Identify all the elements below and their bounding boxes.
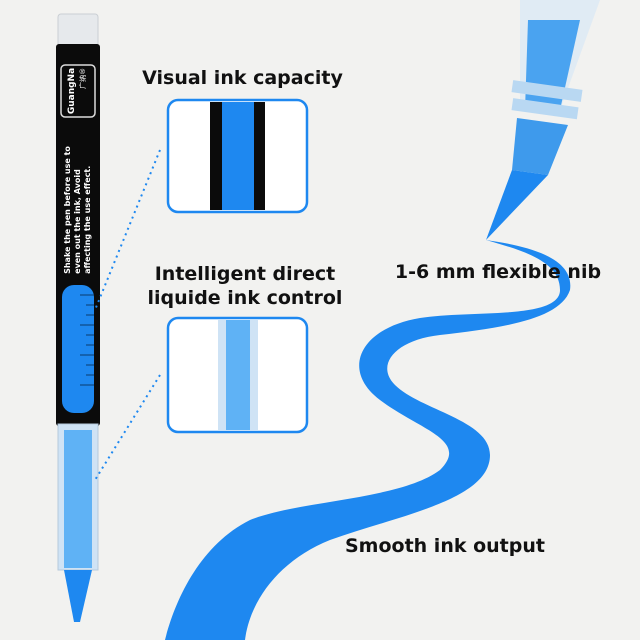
callout-line [94,374,161,481]
pen-instruction: Shake the pen before use to even out the… [63,146,92,274]
capacity-label: Visual ink capacity [142,67,343,89]
ink-stroke [165,240,571,640]
nib-label: 1-6 mm flexible nib [394,261,602,283]
pen-brand: GuangNa 广纳® [67,68,89,114]
left-pen [56,13,100,622]
ink-control-box [166,316,309,434]
right-pen [486,0,600,240]
brand-mark: 广纳® [79,67,87,89]
output-label: Smooth ink output [345,535,545,557]
brand-name: GuangNa [67,67,77,115]
ink-control-label: Intelligent direct liquide ink control [147,263,343,309]
capacity-box [166,98,309,214]
